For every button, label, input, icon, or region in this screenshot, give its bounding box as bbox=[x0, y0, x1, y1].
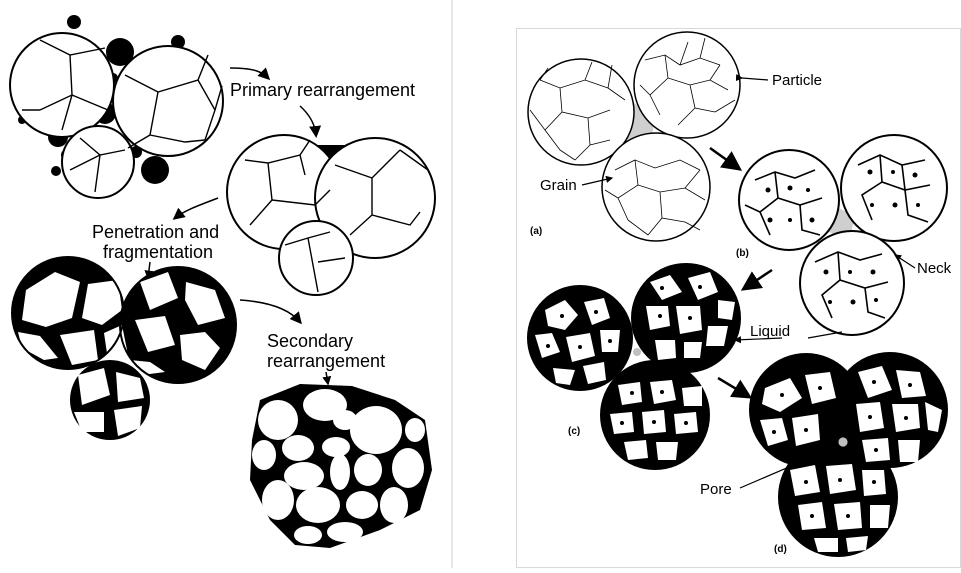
stage-label-d: (d) bbox=[774, 544, 787, 555]
stage-label-c: (c) bbox=[568, 426, 580, 437]
solid-particle bbox=[113, 46, 223, 156]
stage-label-a: (a) bbox=[530, 226, 542, 237]
arrow bbox=[718, 378, 748, 396]
right-stage-d bbox=[749, 352, 948, 557]
label-neck: Neck bbox=[917, 260, 952, 277]
arrow bbox=[710, 148, 738, 168]
right-stage-a bbox=[528, 32, 740, 241]
left-stage-penetration bbox=[12, 257, 236, 440]
particle bbox=[841, 135, 947, 241]
left-stage-primary bbox=[227, 135, 435, 295]
label-particle: Particle bbox=[772, 72, 822, 89]
pore bbox=[838, 437, 848, 447]
label-pore: Pore bbox=[700, 481, 732, 498]
left-stage-initial bbox=[10, 15, 223, 198]
particle bbox=[739, 150, 839, 250]
label-liquid: Liquid bbox=[750, 323, 790, 340]
label-fragmentation: fragmentation bbox=[103, 242, 213, 262]
pore bbox=[633, 348, 641, 356]
liquid-droplet bbox=[67, 15, 81, 29]
stage-label-b: (b) bbox=[736, 248, 749, 259]
solid-particle bbox=[10, 33, 114, 137]
left-stage-secondary bbox=[250, 384, 432, 548]
particle bbox=[800, 231, 904, 335]
arrow bbox=[230, 68, 268, 78]
label-grain: Grain bbox=[540, 177, 577, 194]
right-stage-b bbox=[739, 135, 947, 335]
arrow bbox=[745, 270, 772, 288]
right-stage-c bbox=[527, 263, 741, 470]
particle bbox=[634, 32, 740, 138]
label-rearrangement: rearrangement bbox=[267, 351, 385, 371]
solid-particle bbox=[62, 126, 134, 198]
label-primary-rearrangement: Primary rearrangement bbox=[230, 80, 415, 100]
label-penetration: Penetration and bbox=[92, 222, 219, 242]
label-secondary: Secondary bbox=[267, 331, 353, 351]
